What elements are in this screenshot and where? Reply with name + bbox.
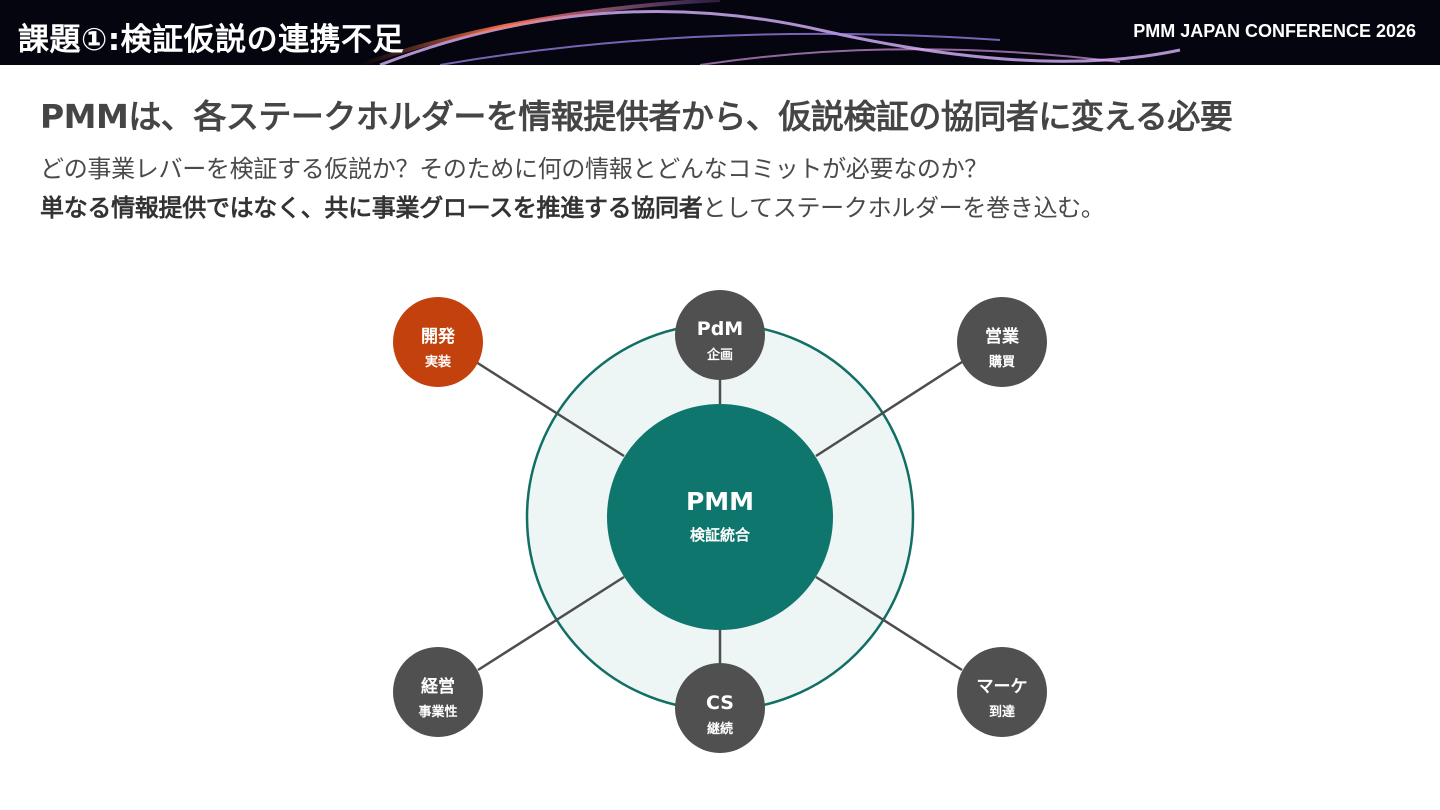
node-pdm: PdM 企画 bbox=[675, 290, 765, 380]
node-mkt: マーケ 到達 bbox=[957, 647, 1047, 737]
node-mgmt: 経営 事業性 bbox=[393, 647, 483, 737]
node-sales-subtitle: 購買 bbox=[988, 354, 1015, 370]
node-sales: 営業 購買 bbox=[957, 297, 1047, 387]
connector-mkt bbox=[815, 575, 963, 672]
subtext-line-2-rest: としてステークホルダーを巻き込む。 bbox=[702, 194, 1105, 222]
node-cs: CS 継続 bbox=[675, 663, 765, 753]
connector-mgmt bbox=[477, 575, 625, 672]
headline: PMMは、各ステークホルダーを情報提供者から、仮説検証の協同者に変える必要 bbox=[40, 97, 1233, 136]
connectors bbox=[475, 360, 963, 672]
node-cs-subtitle: 継続 bbox=[707, 721, 733, 737]
node-dev-subtitle: 実装 bbox=[425, 354, 451, 370]
node-sales-title: 営業 bbox=[985, 326, 1019, 347]
node-pdm-subtitle: 企画 bbox=[706, 347, 733, 363]
node-mkt-circle bbox=[957, 647, 1047, 737]
slide-title: 課題①:検証仮説の連携不足 bbox=[18, 22, 405, 58]
center-pmm-circle bbox=[607, 404, 833, 630]
node-pdm-title: PdM bbox=[697, 318, 743, 340]
subtext-line-1: どの事業レバーを検証する仮説か？そのために何の情報とどんなコミットが必要なのか？ bbox=[40, 155, 988, 183]
connector-dev bbox=[475, 360, 625, 458]
connector-sales bbox=[815, 360, 963, 458]
node-dev-title: 開発 bbox=[421, 326, 456, 347]
node-dev-circle bbox=[393, 297, 483, 387]
node-mgmt-title: 経営 bbox=[421, 676, 455, 697]
node-mgmt-circle bbox=[393, 647, 483, 737]
subtext-line-2: 単なる情報提供ではなく、共に事業グロースを推進する協同者としてステークホルダーを… bbox=[40, 188, 1105, 223]
node-mkt-title: マーケ bbox=[977, 677, 1028, 697]
center-subtitle: 検証統合 bbox=[690, 526, 751, 544]
node-mkt-subtitle: 到達 bbox=[989, 704, 1015, 720]
node-pdm-circle bbox=[675, 290, 765, 380]
header-banner: 課題①:検証仮説の連携不足 PMM JAPAN CONFERENCE 2026 bbox=[0, 0, 1440, 65]
node-cs-circle bbox=[675, 663, 765, 753]
node-mgmt-subtitle: 事業性 bbox=[418, 704, 457, 720]
node-cs-title: CS bbox=[706, 692, 734, 714]
header-background bbox=[0, 0, 1440, 65]
node-dev: 開発 実装 bbox=[393, 297, 483, 387]
center-title: PMM bbox=[686, 487, 754, 516]
conference-name: PMM JAPAN CONFERENCE 2026 bbox=[1133, 21, 1416, 41]
subtext-line-2-bold: 単なる情報提供ではなく、共に事業グロースを推進する協同者 bbox=[40, 194, 703, 222]
node-sales-circle bbox=[957, 297, 1047, 387]
